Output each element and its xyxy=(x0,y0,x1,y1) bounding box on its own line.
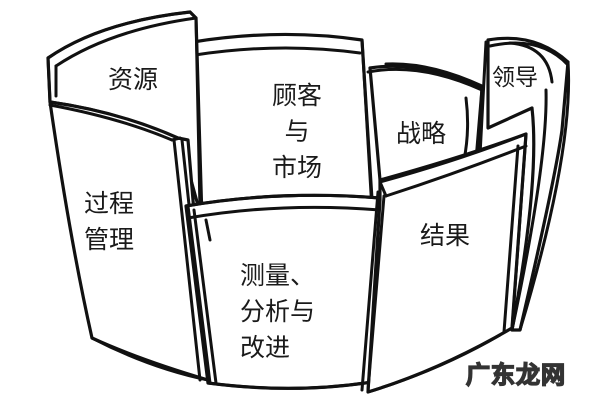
label-line: 顾客 xyxy=(271,81,322,110)
label-resources: 资源 xyxy=(108,65,159,94)
label-customers-market: 顾客 与 市场 xyxy=(252,78,342,186)
label-process-management: 过程 管理 xyxy=(84,186,134,258)
panel-leadership xyxy=(478,36,571,332)
label-line: 与 xyxy=(284,117,310,146)
label-results: 结果 xyxy=(420,221,471,250)
label-line: 管理 xyxy=(84,225,135,254)
label-leadership: 领导 xyxy=(492,65,538,91)
label-line: 改进 xyxy=(240,333,291,362)
label-line: 分析与 xyxy=(240,297,316,326)
panel-results xyxy=(360,132,528,394)
label-strategy: 战略 xyxy=(396,119,447,148)
watermark: 广东龙网 xyxy=(465,360,566,389)
panel-resources xyxy=(46,10,204,222)
label-line: 测量、 xyxy=(240,261,316,290)
label-line: 市场 xyxy=(271,153,322,182)
label-measurement: 测量、 分析与 改进 xyxy=(240,258,315,366)
label-line: 过程 xyxy=(84,189,135,218)
panel-measurement xyxy=(184,193,386,390)
